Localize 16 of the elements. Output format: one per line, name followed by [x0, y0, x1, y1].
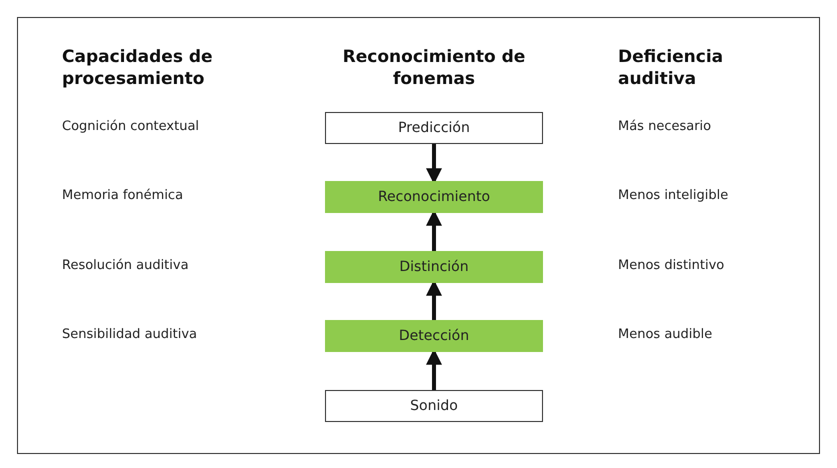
process-box: Sonido: [325, 390, 543, 422]
row-label: Resolución auditiva: [62, 258, 189, 273]
column-heading: Deficiencia auditiva: [618, 46, 724, 90]
row-label: Menos inteligible: [618, 188, 728, 203]
column-heading: Reconocimiento de fonemas: [342, 46, 526, 90]
process-box: Distinción: [325, 251, 543, 283]
column-heading: Capacidades de procesamiento: [62, 46, 214, 90]
process-box: Predicción: [325, 112, 543, 144]
row-label: Menos audible: [618, 327, 712, 342]
row-label: Menos distintivo: [618, 258, 724, 273]
process-box: Reconocimiento: [325, 181, 543, 213]
row-label: Memoria fonémica: [62, 188, 184, 203]
row-label: Sensibilidad auditiva: [62, 327, 198, 342]
row-label: Más necesario: [618, 119, 712, 134]
process-box: Detección: [325, 320, 543, 352]
row-label: Cognición contextual: [62, 119, 200, 134]
